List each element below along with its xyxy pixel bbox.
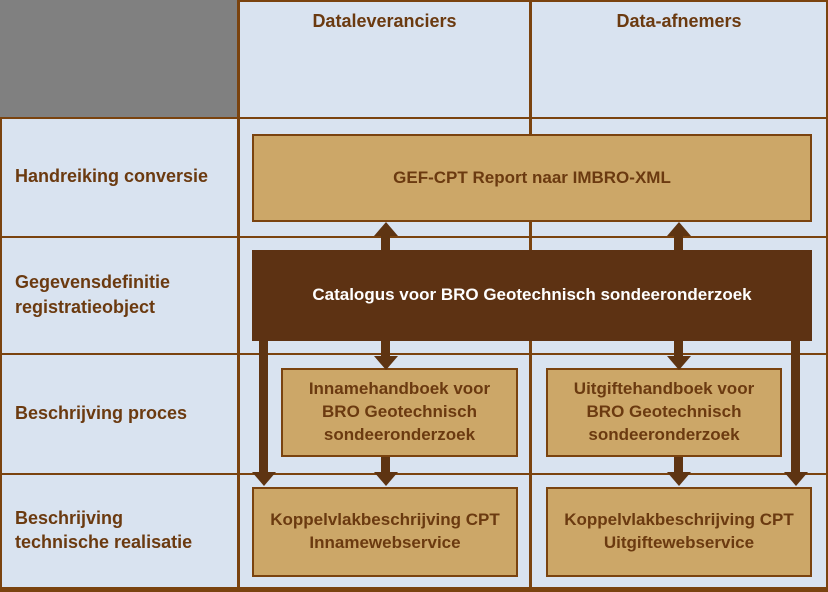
- grid-hline-row3: [0, 473, 828, 475]
- box-koppelvlak-inname: Koppelvlakbeschrijving CPT Innamewebserv…: [252, 487, 518, 577]
- arrow-shaft: [674, 234, 683, 250]
- arrow-shaft: [381, 457, 390, 474]
- border-right: [826, 0, 828, 592]
- grid-hline-row1: [0, 236, 828, 238]
- box-koppelvlak-uitgifte: Koppelvlakbeschrijving CPT Uitgiftewebse…: [546, 487, 812, 577]
- arrow-catalogus-to-koppelvlak-uitgifte-long: [784, 341, 808, 486]
- row-label-beschrijving-proces: Beschrijving proces: [2, 353, 237, 473]
- arrow-catalogus-to-uitgiftehandboek: [667, 341, 691, 370]
- arrow-head-icon: [784, 472, 808, 486]
- arrow-head-icon: [252, 472, 276, 486]
- arrow-catalogus-to-koppelvlak-inname-long: [252, 341, 276, 486]
- column-header-dataleveranciers: Dataleveranciers: [312, 11, 457, 31]
- row-label-handreiking-conversie: Handreiking conversie: [2, 117, 237, 236]
- arrow-head-icon: [374, 222, 398, 236]
- corner-cell: [0, 0, 237, 117]
- row-label-text: Beschrijving technische realisatie: [15, 507, 193, 552]
- box-gef-cpt-report: GEF-CPT Report naar IMBRO-XML: [252, 134, 812, 222]
- arrow-head-icon: [374, 472, 398, 486]
- box-catalogus: Catalogus voor BRO Geotechnisch sondeero…: [252, 250, 812, 341]
- row-label-gegevensdefinitie: Gegevensdefinitie registratieobject: [2, 236, 237, 353]
- arrow-shaft: [674, 457, 683, 474]
- border-top: [237, 0, 828, 2]
- arrow-shaft: [674, 341, 683, 358]
- arrow-shaft: [381, 341, 390, 358]
- row-label-beschrijving-technische-realisatie: Beschrijving technische realisatie: [2, 473, 237, 587]
- arrow-innamehandboek-to-koppelvlak: [374, 457, 398, 486]
- arrow-shaft: [381, 234, 390, 250]
- arrow-head-icon: [667, 356, 691, 370]
- column-header-data-afnemers: Data-afnemers: [616, 11, 742, 31]
- arrow-shaft: [259, 341, 268, 474]
- grid-hline-header: [0, 117, 828, 119]
- grid-vline-labels: [237, 0, 240, 592]
- arrow-catalogus-to-gef-right: [667, 222, 691, 250]
- arrow-head-icon: [667, 472, 691, 486]
- arrow-catalogus-to-innamehandboek: [374, 341, 398, 370]
- arrow-uitgiftehandboek-to-koppelvlak: [667, 457, 691, 486]
- box-innamehandboek: Innamehandboek voor BRO Geotechnisch son…: [281, 368, 518, 457]
- arrow-shaft: [791, 341, 800, 474]
- grid-hline-row2: [0, 353, 828, 355]
- row-label-text: Beschrijving proces: [15, 402, 188, 423]
- arrow-catalogus-to-gef-left: [374, 222, 398, 250]
- arrow-head-icon: [374, 356, 398, 370]
- row-label-text: Gegevensdefinitie registratieobject: [15, 272, 171, 317]
- arrow-head-icon: [667, 222, 691, 236]
- border-bottom: [0, 587, 828, 592]
- row-label-text: Handreiking conversie: [15, 166, 209, 187]
- box-uitgiftehandboek: Uitgiftehandboek voor BRO Geotechnisch s…: [546, 368, 782, 457]
